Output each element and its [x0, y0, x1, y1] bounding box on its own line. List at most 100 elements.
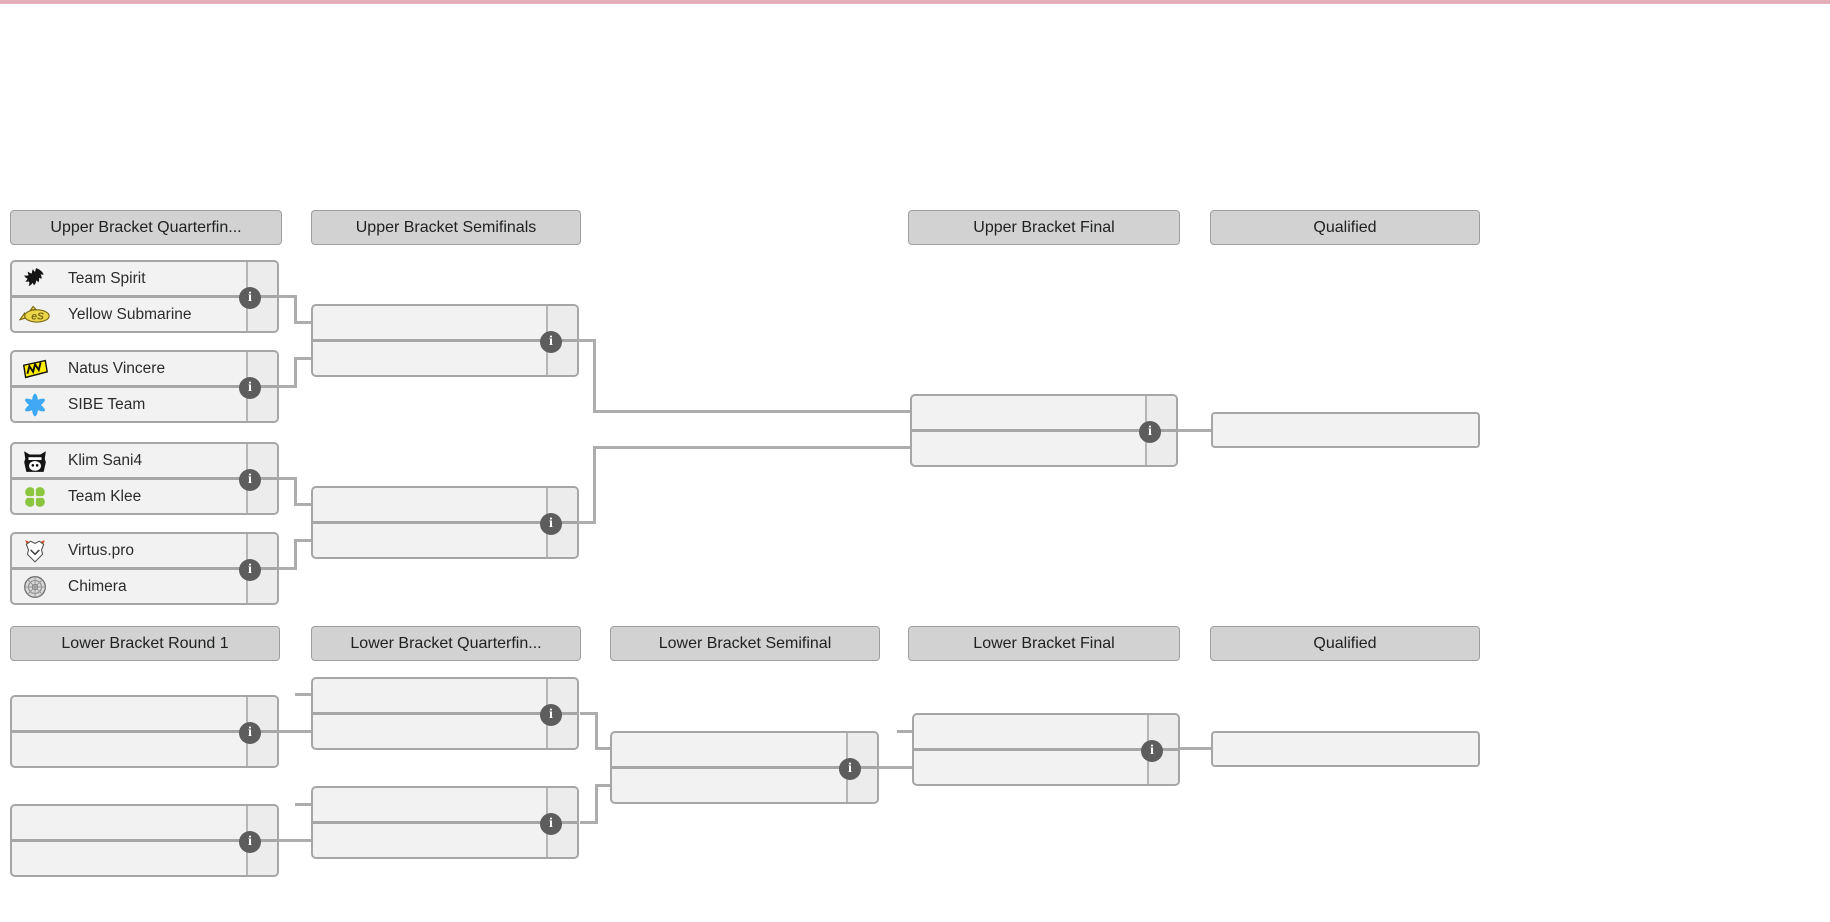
round-header-ub-final: Upper Bracket Final: [908, 210, 1180, 245]
match-info-button[interactable]: i: [839, 758, 861, 780]
match-info-button[interactable]: i: [540, 813, 562, 835]
team-name[interactable]: Team Spirit: [68, 269, 146, 287]
round-header-label: Qualified: [1313, 218, 1377, 236]
match-ub-qf-1: Team Spirit eS Yellow Submarine i: [10, 260, 279, 333]
score-cell: [246, 570, 277, 603]
round-header-label: Upper Bracket Final: [973, 218, 1115, 236]
match-info-button[interactable]: i: [239, 559, 261, 581]
bracket-connector: [294, 321, 311, 324]
match-info-button[interactable]: i: [540, 513, 562, 535]
match-info-button[interactable]: i: [1139, 421, 1161, 443]
team-row[interactable]: Team Klee: [12, 477, 277, 513]
bracket-connector: [595, 784, 598, 824]
info-icon: i: [848, 761, 852, 776]
team-row[interactable]: eS Yellow Submarine: [12, 295, 277, 331]
round-header-label: Upper Bracket Semifinals: [355, 218, 537, 236]
bracket-connector: [593, 339, 596, 413]
match-lb-final: i: [912, 713, 1180, 786]
team-name[interactable]: Chimera: [68, 577, 127, 595]
team-row-empty: [313, 521, 577, 557]
bracket-connector-stub: [897, 730, 912, 733]
round-header-label: Qualified: [1313, 634, 1377, 652]
team-row[interactable]: SIBE Team: [12, 385, 277, 421]
match-info-button[interactable]: i: [239, 377, 261, 399]
top-accent-bar: [0, 0, 1830, 4]
team-row-empty: [313, 488, 577, 521]
team-row-empty: [313, 712, 577, 748]
bracket-connector: [294, 477, 297, 506]
team-name[interactable]: Team Klee: [68, 487, 142, 505]
team-row[interactable]: Natus Vincere: [12, 352, 277, 385]
bracket-connector: [279, 730, 311, 733]
bracket-connector: [578, 521, 596, 524]
bracket-connector: [279, 385, 297, 388]
match-info-button[interactable]: i: [239, 287, 261, 309]
bracket-connector: [279, 839, 311, 842]
team-name[interactable]: Virtus.pro: [68, 541, 135, 559]
team-row[interactable]: Team Spirit: [12, 262, 277, 295]
bracket-connector: [580, 821, 595, 824]
match-ub-sf-2: i: [311, 486, 579, 559]
team-name[interactable]: SIBE Team: [68, 395, 146, 413]
info-icon: i: [549, 516, 553, 531]
round-header-ub-quarterfinals: Upper Bracket Quarterfin...: [10, 210, 282, 245]
team-row-empty: [12, 839, 277, 875]
score-cell: [246, 733, 277, 766]
match-info-button[interactable]: i: [239, 469, 261, 491]
team-row-empty: [914, 748, 1178, 784]
match-info-button[interactable]: i: [540, 331, 562, 353]
team-row[interactable]: Klim Sani4: [12, 444, 277, 477]
round-header-label: Lower Bracket Round 1: [61, 634, 229, 652]
match-info-button[interactable]: i: [1141, 740, 1163, 762]
bracket-connector: [879, 766, 912, 769]
team-row-empty: [912, 396, 1176, 429]
team-row-empty: [12, 806, 277, 839]
team-row-empty: [12, 697, 277, 730]
match-info-button[interactable]: i: [239, 722, 261, 744]
round-header-lb-quarterfinals: Lower Bracket Quarterfin...: [311, 626, 581, 661]
team-spirit-icon: [12, 266, 58, 292]
match-ub-qf-4: Virtus.pro Chimera i: [10, 532, 279, 605]
klim-sani4-icon: [12, 448, 58, 474]
info-icon: i: [549, 707, 553, 722]
match-info-button[interactable]: i: [239, 831, 261, 853]
team-name[interactable]: Klim Sani4: [68, 451, 143, 469]
bracket-connector: [279, 295, 297, 298]
bracket-connector: [294, 539, 311, 542]
score-cell: [546, 342, 577, 375]
round-header-label: Upper Bracket Quarterfin...: [50, 218, 242, 236]
team-row[interactable]: Chimera: [12, 567, 277, 603]
team-name[interactable]: Yellow Submarine: [68, 305, 192, 323]
match-info-button[interactable]: i: [540, 704, 562, 726]
match-lb-sf: i: [610, 731, 879, 804]
info-icon: i: [248, 725, 252, 740]
bracket-connector: [1178, 429, 1211, 432]
info-icon: i: [248, 472, 252, 487]
bracket-connector: [593, 446, 910, 449]
svg-text:eS: eS: [31, 311, 44, 322]
match-lb-r1-1: i: [10, 695, 279, 768]
virtus-pro-icon: [12, 538, 58, 564]
team-row[interactable]: Virtus.pro: [12, 534, 277, 567]
bracket-connector: [294, 357, 297, 388]
bracket-connector: [279, 477, 297, 480]
match-ub-final: i: [910, 394, 1178, 467]
round-header-label: Lower Bracket Semifinal: [658, 634, 832, 652]
match-lb-r1-2: i: [10, 804, 279, 877]
bracket-connector: [593, 410, 910, 413]
team-row-empty: [313, 821, 577, 857]
round-header-lb-round1: Lower Bracket Round 1: [10, 626, 280, 661]
team-name[interactable]: Natus Vincere: [68, 359, 166, 377]
info-icon: i: [248, 290, 252, 305]
match-ub-sf-1: i: [311, 304, 579, 377]
bracket-connector: [294, 357, 311, 360]
round-header-lb-semifinal: Lower Bracket Semifinal: [610, 626, 880, 661]
bracket-connector: [593, 446, 596, 524]
bracket-connector: [279, 567, 297, 570]
team-row-empty: [313, 306, 577, 339]
score-cell: [246, 352, 277, 385]
match-lb-qf-1: i: [311, 677, 579, 750]
bracket-connector: [595, 747, 610, 750]
team-row-empty: [313, 788, 577, 821]
